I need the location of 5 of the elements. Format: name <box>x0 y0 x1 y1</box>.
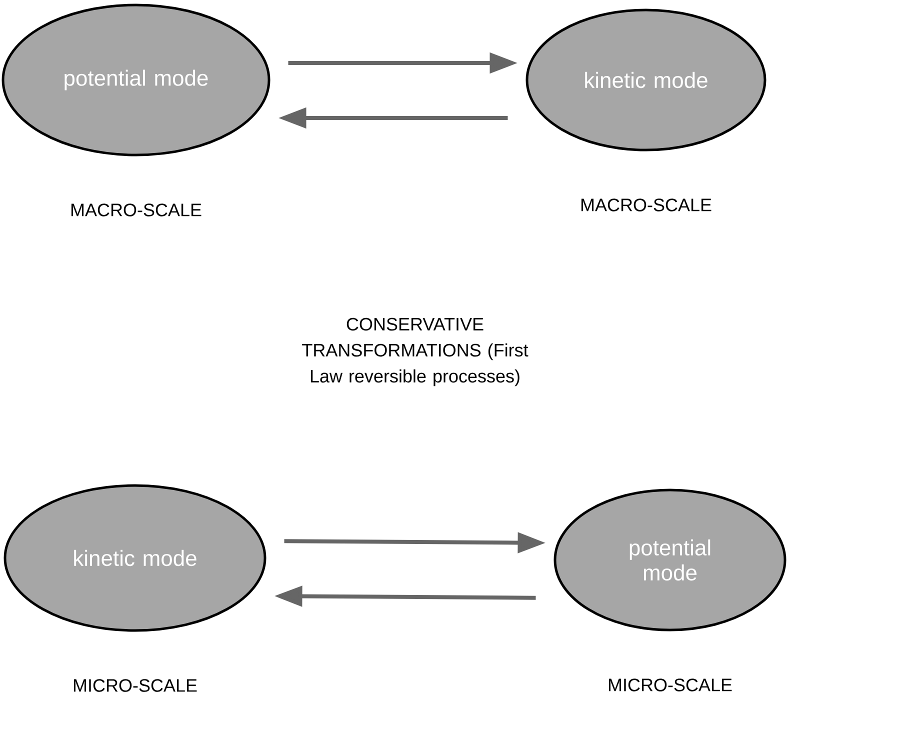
scale-label: MICRO-SCALE <box>608 678 732 692</box>
scale-label: MACRO-SCALE <box>581 198 712 212</box>
scale-label: MACRO-SCALE <box>71 204 202 216</box>
caption-text: CONSERVATIVE TRANSFORMATIONS (First Law reversible processes) <box>302 318 528 386</box>
scale-label: MICRO-SCALE <box>74 679 197 692</box>
